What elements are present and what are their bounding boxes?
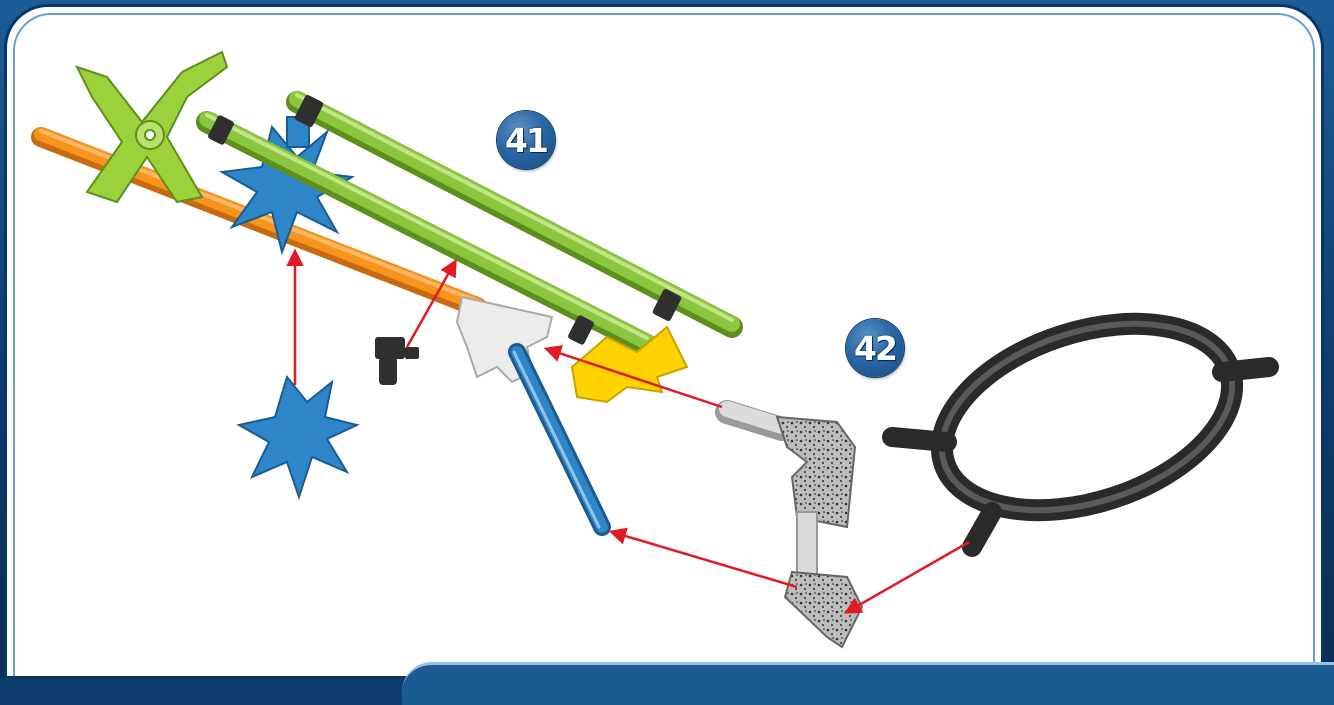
instruction-panel: 41 42 bbox=[4, 4, 1324, 679]
step-41-badge: 41 bbox=[497, 111, 555, 169]
assembly-arrow bbox=[847, 542, 969, 612]
assembly-illustration bbox=[7, 7, 1324, 679]
white-connector bbox=[457, 297, 552, 382]
assembly-arrow bbox=[612, 532, 797, 587]
step-number: 41 bbox=[505, 121, 547, 160]
black-ring bbox=[892, 290, 1269, 547]
instruction-page: 41 42 bbox=[0, 0, 1334, 679]
bottom-tab bbox=[402, 662, 1334, 705]
black-small-connector bbox=[375, 337, 419, 385]
blue-connector-loose bbox=[239, 377, 357, 497]
step-number: 42 bbox=[854, 329, 896, 368]
assembly-arrows bbox=[295, 252, 969, 612]
grey-speckled-part bbox=[727, 409, 862, 647]
step-42-badge: 42 bbox=[846, 319, 904, 377]
